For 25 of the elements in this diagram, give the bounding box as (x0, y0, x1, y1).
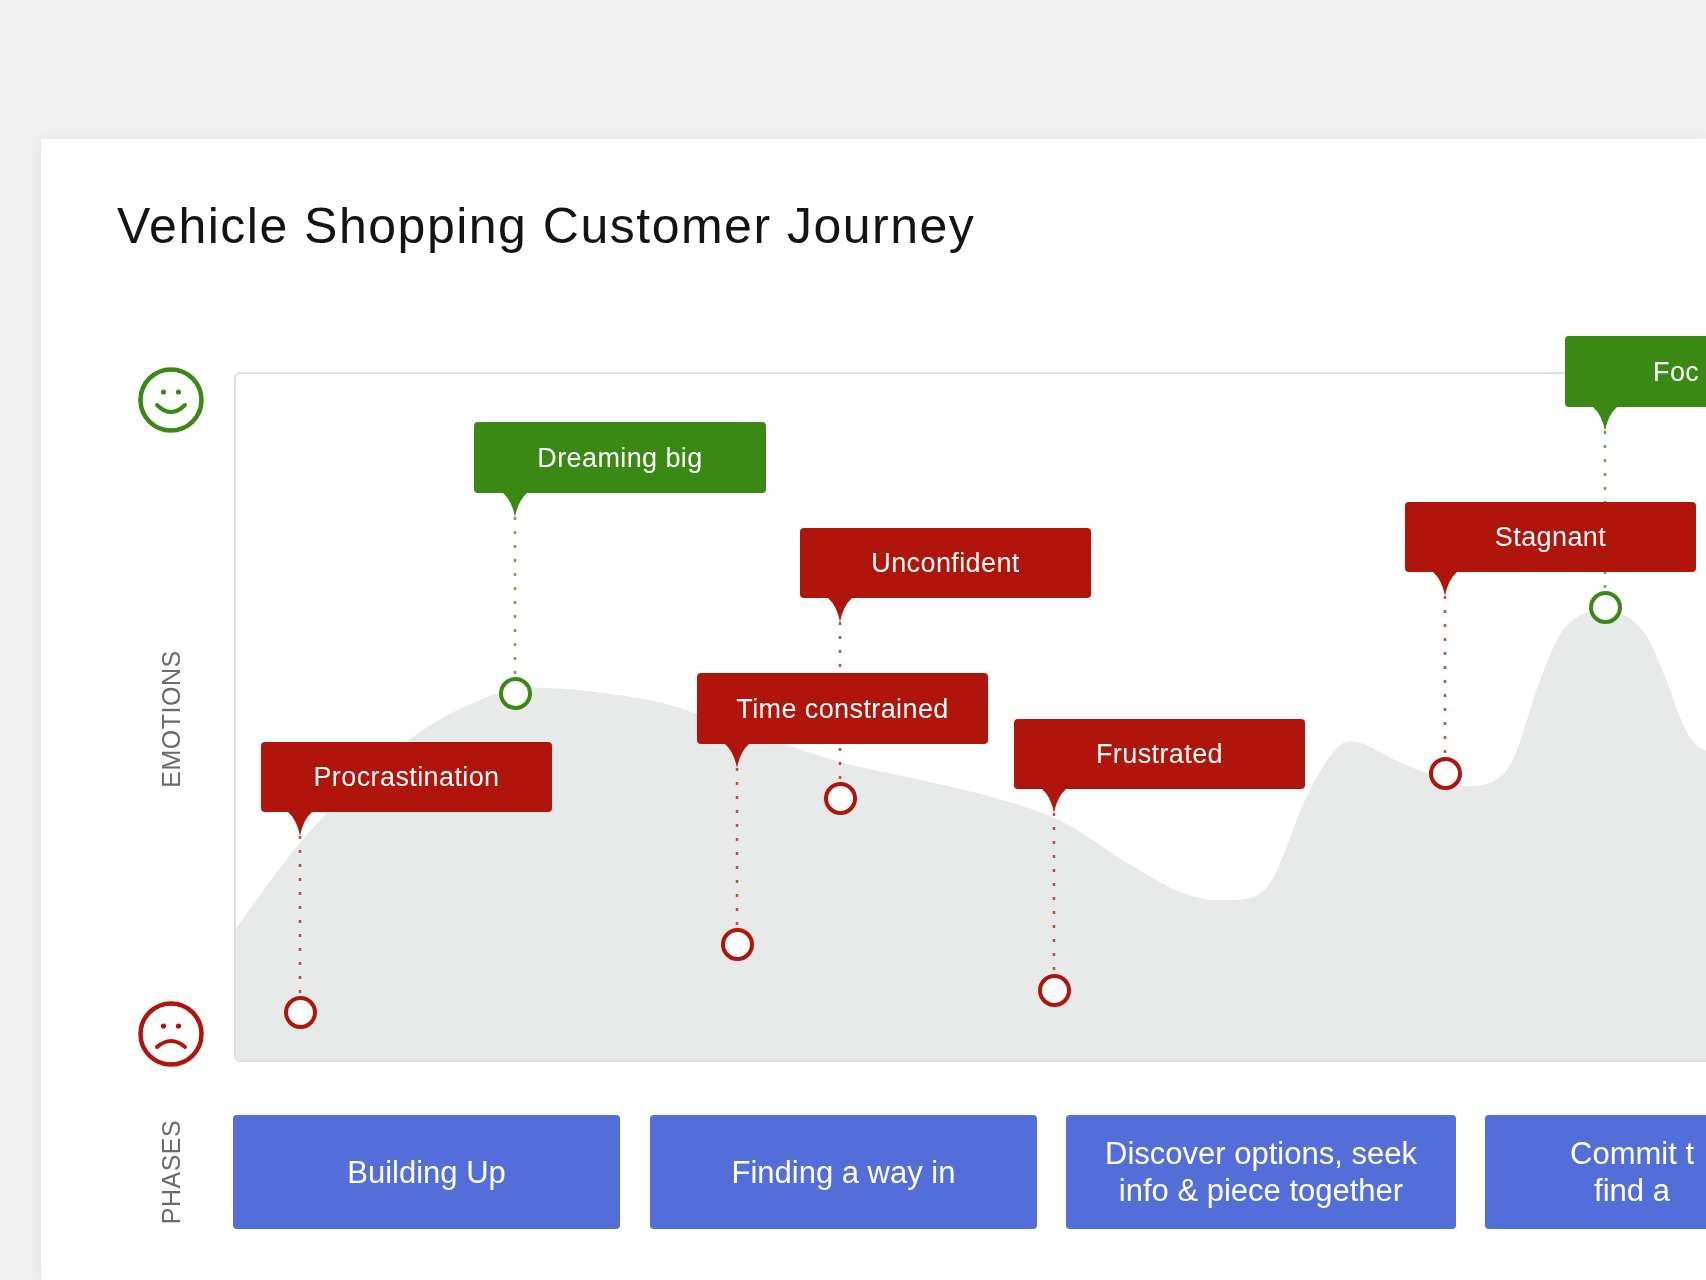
phase-label: Discover options, seek info & piece together (1104, 1135, 1418, 1209)
phase-panel (1485, 1115, 1706, 1229)
callout-label: Procrastination (313, 761, 500, 793)
callout-label: Time constrained (736, 692, 949, 725)
callout-label: Foc (1653, 355, 1700, 388)
phase-label: Finding a way in (731, 1153, 956, 1191)
phase-label: Building Up (347, 1153, 506, 1191)
callout-label: Stagnant (1494, 521, 1607, 553)
section-label: EMOTIONS (157, 650, 185, 788)
callout-bubble (474, 422, 766, 517)
callout-label: Frustrated (1095, 738, 1223, 770)
diagram-title: Vehicle Shopping Customer Journey (117, 197, 976, 255)
callout-bubble (697, 673, 988, 768)
callout-bubble (1565, 336, 1706, 431)
phase-panel (233, 1115, 620, 1229)
phase-panel (650, 1115, 1037, 1229)
phase-panel (1066, 1115, 1456, 1229)
callout-label: Dreaming big (537, 441, 703, 474)
callout-bubble (800, 528, 1091, 622)
callout-bubble (1405, 502, 1696, 596)
phase-label: Commit t find a (1569, 1135, 1695, 1209)
section-label: PHASES (157, 1119, 185, 1225)
callout-bubble (261, 742, 552, 836)
callout-bubble (1014, 719, 1305, 813)
callout-label: Unconfident (871, 547, 1020, 579)
